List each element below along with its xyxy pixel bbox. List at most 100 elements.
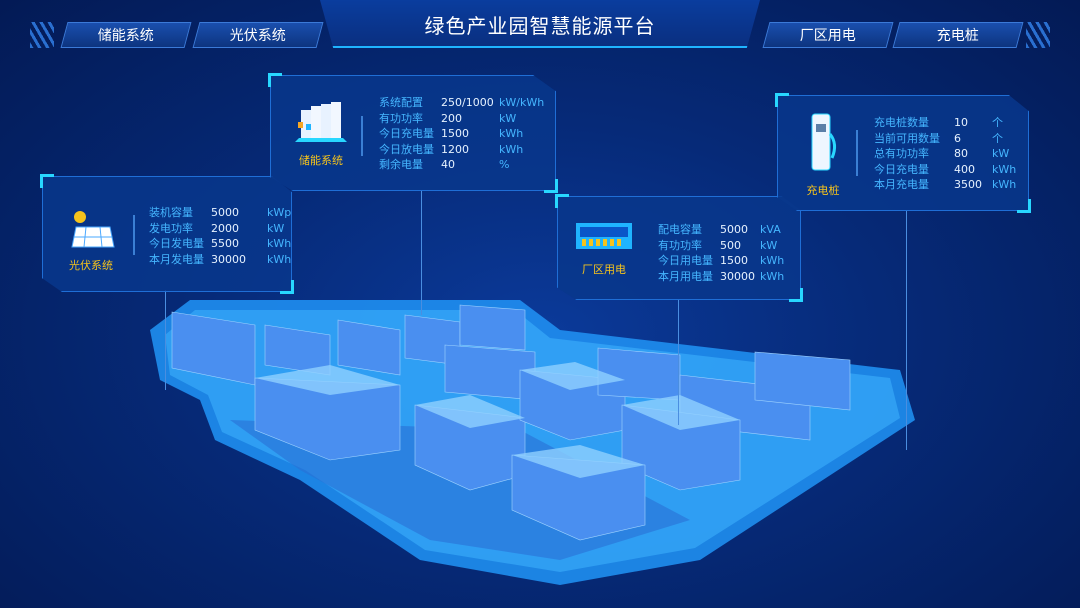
storage-row: 今日放电量 1200 kWh <box>379 142 544 158</box>
page-title: 绿色产业园智慧能源平台 <box>424 14 656 38</box>
row-value: 80 <box>954 147 968 160</box>
row-value: 500 <box>720 238 741 252</box>
row-label: 装机容量 <box>149 206 193 219</box>
row-label: 今日用电量 <box>658 254 713 267</box>
pv-card[interactable]: 光伏系统 装机容量 5000 kWp 发电功率 2000 kW 今日发电量 5500 kWh… <box>42 176 292 292</box>
row-unit: % <box>499 158 510 171</box>
row-label: 有功功率 <box>379 111 423 125</box>
pv-title: 光伏系统 <box>69 259 113 272</box>
connector-line <box>906 210 907 450</box>
row-unit: kW <box>760 238 778 252</box>
row-value: 6 <box>954 131 961 145</box>
row-unit: kW <box>267 221 285 235</box>
row-unit: kWh <box>267 237 292 250</box>
charger-icon-box: 充电桩 <box>796 110 850 198</box>
factory-icon-box: 厂区用电 <box>572 219 636 277</box>
row-label: 配电容量 <box>658 223 702 236</box>
row-label: 剩余电量 <box>379 158 423 171</box>
storage-icon-box: 储能系统 <box>289 96 353 168</box>
factory-row: 今日用电量 1500 kWh <box>658 253 784 269</box>
connector-line <box>678 300 679 425</box>
charger-row: 今日充电量 400 kWh <box>874 162 1016 178</box>
row-unit: kWp <box>267 206 292 219</box>
row-value: 10 <box>954 116 968 129</box>
corner-accent <box>555 194 569 208</box>
storage-row: 剩余电量 40% <box>379 157 544 173</box>
row-value: 1500 <box>720 254 748 267</box>
title-plate <box>320 0 760 48</box>
top-bar: 储能系统 光伏系统 绿色产业园智慧能源平台 厂区用电 充电桩 <box>0 0 1080 56</box>
row-value: 5000 <box>211 206 239 219</box>
row-unit: kWh <box>267 252 292 266</box>
corner-accent <box>1017 199 1031 213</box>
row-unit: 个 <box>992 116 1003 129</box>
row-label: 今日充电量 <box>379 127 434 140</box>
pv-row: 发电功率 2000 kW <box>149 221 291 237</box>
row-value: 5500 <box>211 237 239 250</box>
charger-row: 充电桩数量 10 个 <box>874 115 1016 131</box>
row-unit: kWh <box>760 254 785 267</box>
factory-panel-icon <box>576 223 632 249</box>
row-unit: kVA <box>760 223 781 236</box>
row-unit: kWh <box>992 178 1017 191</box>
row-value: 3500 <box>954 178 982 191</box>
row-label: 充电桩数量 <box>874 116 929 129</box>
connector-line <box>421 190 422 315</box>
pv-row: 装机容量 5000 kWp <box>149 205 291 221</box>
row-value: 400 <box>954 162 975 176</box>
row-label: 今日放电量 <box>379 142 434 156</box>
row-label: 系统配置 <box>379 96 423 109</box>
corner-accent <box>40 174 54 188</box>
row-value: 250/1000 <box>441 96 494 109</box>
row-label: 本月用电量 <box>658 269 713 283</box>
pv-row: 今日发电量 5500 kWh <box>149 236 291 252</box>
row-unit: kWh <box>992 162 1017 176</box>
row-value: 2000 <box>211 221 239 235</box>
corner-accent <box>544 179 558 193</box>
row-label: 今日发电量 <box>149 237 204 250</box>
divider <box>133 215 135 255</box>
decor-stripes <box>1026 22 1050 48</box>
row-unit: kW <box>992 147 1010 160</box>
pv-rows: 装机容量 5000 kWp 发电功率 2000 kW 今日发电量 5500 kWh 本月发电… <box>149 205 291 267</box>
row-value: 1200 <box>441 142 469 156</box>
pv-icon-box: 光伏系统 <box>61 205 121 273</box>
charger-row: 本月充电量 3500 kWh <box>874 177 1016 193</box>
row-value: 30000 <box>720 269 755 283</box>
row-label: 本月充电量 <box>874 178 929 191</box>
row-unit: 个 <box>992 131 1003 145</box>
row-label: 本月发电量 <box>149 252 204 266</box>
divider <box>361 116 363 156</box>
row-value: 40 <box>441 158 455 171</box>
row-label: 今日充电量 <box>874 162 929 176</box>
corner-accent <box>268 73 282 87</box>
decor-stripes <box>30 22 54 48</box>
corner-accent <box>775 93 789 107</box>
divider <box>856 130 858 176</box>
row-unit: kW/kWh <box>499 96 545 109</box>
charger-title: 充电桩 <box>806 184 840 197</box>
corner-accent <box>280 280 294 294</box>
storage-row: 系统配置 250/1000 kW/kWh <box>379 95 544 111</box>
row-unit: kWh <box>499 142 524 156</box>
storage-row: 有功功率 200 kW <box>379 111 544 127</box>
charging-pile-icon <box>811 113 837 171</box>
row-value: 200 <box>441 111 462 125</box>
row-label: 发电功率 <box>149 221 193 235</box>
battery-cabinet-icon <box>295 102 347 142</box>
corner-accent <box>789 288 803 302</box>
factory-title: 厂区用电 <box>582 263 626 276</box>
row-unit: kW <box>499 111 517 125</box>
